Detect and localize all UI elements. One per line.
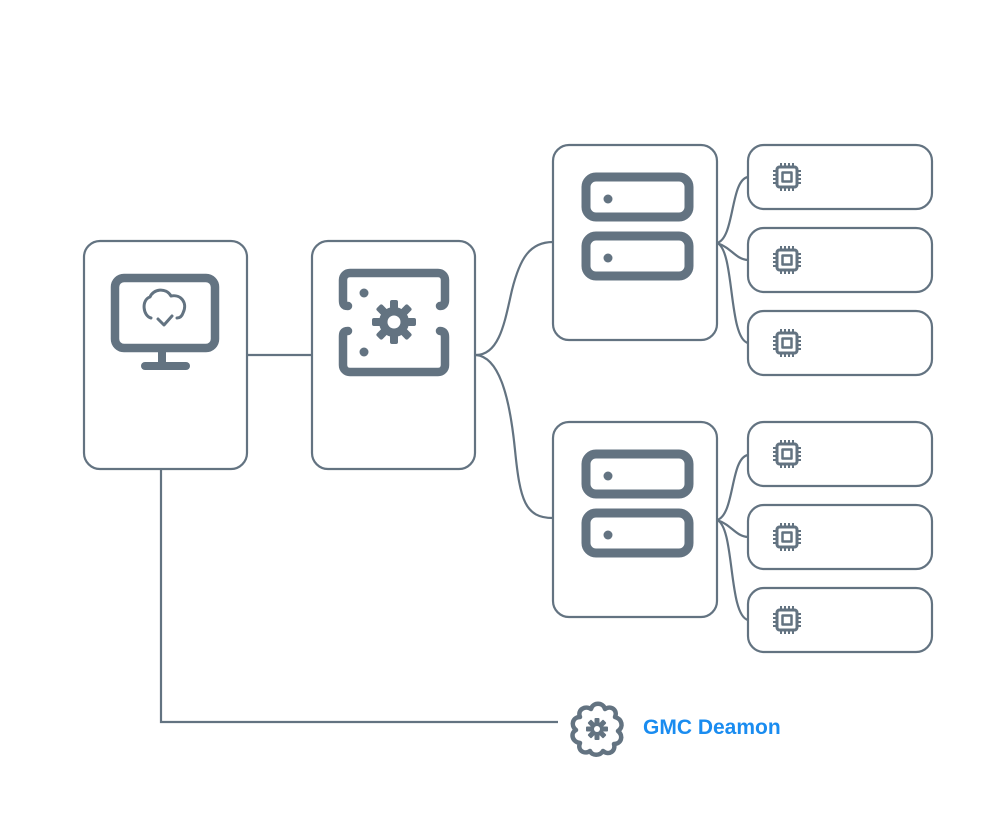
daemon-label: GMC Deamon [643,716,781,739]
gpu-node-2-2[interactable] [746,503,934,571]
server-gear-icon [338,268,450,377]
daemon-node[interactable] [570,701,624,757]
gpu-node-1-1[interactable] [746,143,934,211]
client-node[interactable] [82,239,249,471]
gpu-node-1-2[interactable] [746,226,934,294]
gpu-node-2-1[interactable] [746,420,934,488]
server-node-1[interactable] [551,143,719,342]
gpu-node-1-3[interactable] [746,309,934,377]
edge-client-daemon [159,469,558,724]
brain-gear-icon [570,701,624,757]
edge-manager-server-1 [475,240,554,357]
monitor-cloud-check-icon [110,273,220,370]
gpu-node-2-3[interactable] [746,586,934,654]
server-node-2[interactable] [551,420,719,619]
edge-server-1-gpu-3 [716,241,749,345]
edge-server-1-gpu-1 [716,175,749,245]
edge-server-2-gpu-1 [716,453,749,522]
edge-manager-server-2 [475,353,554,520]
edge-server-2-gpu-3 [716,518,749,622]
manager-node[interactable] [310,239,477,471]
connectors [159,175,749,724]
